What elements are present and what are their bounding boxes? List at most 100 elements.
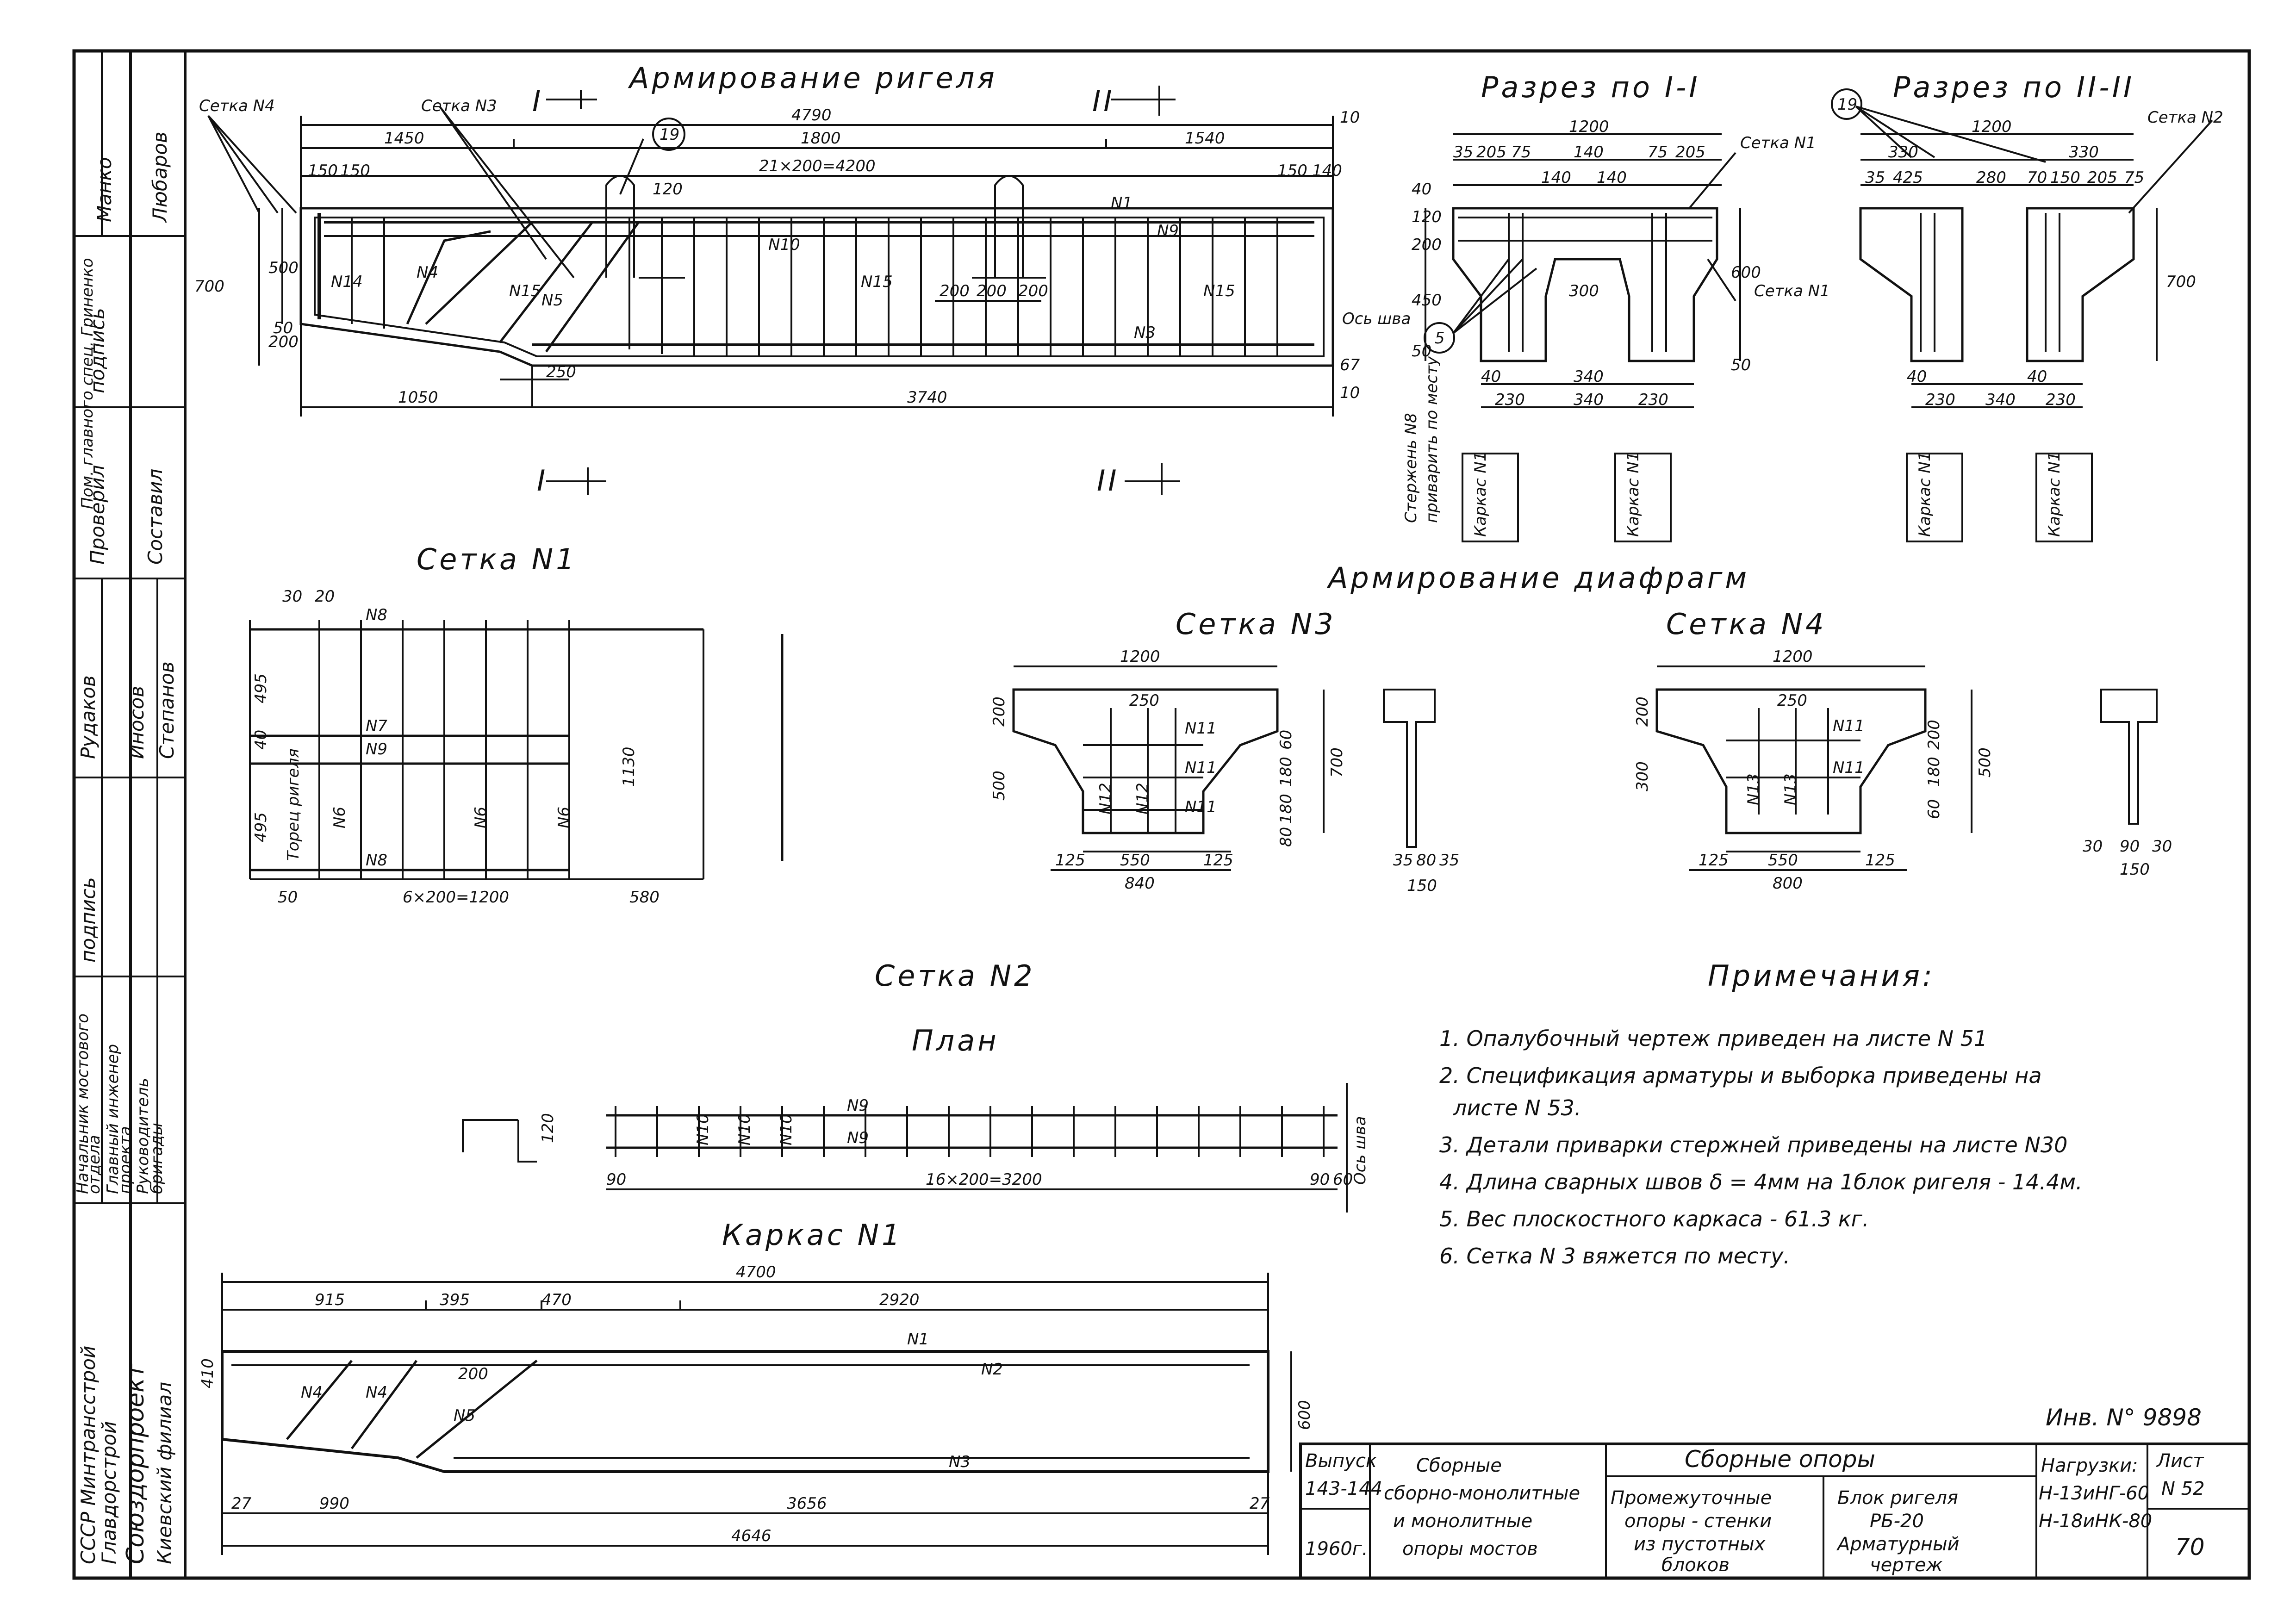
ref-19b-label: 19 (1837, 95, 1857, 114)
s3-dim-125b: 125 (1203, 851, 1233, 870)
s3-dim-80: 80 (1277, 827, 1295, 847)
side-pp: Пом. главного спец. Гриненко (78, 258, 97, 509)
title-section-2: Разрез по II-II (1893, 70, 2134, 104)
s4-n13-a: N13 (1744, 773, 1763, 805)
s2-dim-330: 330 (1888, 143, 1918, 162)
karkas-1-drawing (221, 1273, 1292, 1555)
stamp-p3: из пустотных (1634, 1534, 1766, 1555)
s3-dim-80b: 80 (1416, 851, 1436, 870)
s1-dim-75b: 75 (1648, 143, 1668, 162)
s4-dim-500: 500 (1976, 747, 1994, 777)
side-role-3b: бригады (148, 1123, 166, 1194)
dim-250: 250 (546, 363, 576, 381)
rigel-n15-label-3: N15 (1203, 282, 1235, 300)
s1-dim-340: 340 (1574, 367, 1604, 386)
rigel-n4-label: N4 (417, 263, 438, 282)
s1-dim-230: 230 (1495, 391, 1525, 409)
s2-dim-120: 120 (539, 1113, 557, 1143)
s4-dim-90: 90 (2120, 837, 2140, 856)
stamp-b3: Арматурный (1836, 1534, 1960, 1555)
stamp-b1: Блок ригеля (1837, 1487, 1958, 1509)
s3-dim-700: 700 (1328, 747, 1346, 777)
title-setka-2: Сетка N2 (875, 959, 1035, 993)
dim-150-left: 150 (308, 162, 338, 180)
s1-karkas-a: Каркас N1 (1471, 452, 1490, 537)
stamp-b4: чертеж (1870, 1555, 1943, 1576)
note-2: 2. Спецификация арматуры и выборка приве… (1439, 1063, 2042, 1088)
rigel-n3-label: N3 (1134, 323, 1156, 342)
s1-dim-495a: 495 (252, 673, 270, 703)
dim-21x200: 21×200=4200 (759, 157, 876, 175)
s1-dim-205b: 205 (1675, 143, 1705, 162)
k1-dim-200: 200 (458, 1365, 488, 1383)
s3-dim-125a: 125 (1055, 851, 1085, 870)
s3-dim-35a: 35 (1393, 851, 1413, 870)
s3-dim-180a: 180 (1277, 757, 1295, 787)
dim-150-right: 150 (1277, 162, 1307, 180)
dim-4790: 4790 (791, 106, 832, 124)
s1-karkas-b: Каркас N1 (1624, 452, 1643, 537)
title-setka-3: Сетка N3 (1176, 607, 1336, 641)
dim-1800: 1800 (801, 129, 841, 148)
s4-dim-200: 200 (1633, 696, 1652, 727)
s4-dim-550: 550 (1768, 851, 1798, 870)
k1-n1: N1 (907, 1330, 929, 1349)
title-block (1299, 1443, 2251, 1579)
s2-dim-1200: 1200 (1972, 118, 2012, 136)
s3-dim-1200: 1200 (1120, 647, 1160, 666)
side-role-1: Начальник мостового (74, 1014, 92, 1194)
rigel-n5-label: N5 (541, 291, 563, 310)
s4-n11-a: N11 (1833, 717, 1865, 735)
dim-1050: 1050 (398, 388, 438, 407)
k1-dim-3656: 3656 (787, 1494, 827, 1513)
s1-rod-label: Стержень N8 (1402, 413, 1420, 523)
s3-dim-500: 500 (990, 771, 1008, 801)
side-role-2: Главный инженер (104, 1044, 122, 1194)
title-notes: Примечания: (1708, 959, 1935, 993)
s2n9-a: N9 (847, 1096, 869, 1115)
stamp-vypusk: Выпуск (1305, 1450, 1377, 1472)
stamp-p1: Промежуточные (1611, 1487, 1772, 1509)
side-role-2b: проекта (116, 1126, 135, 1194)
s3-dim-35b: 35 (1439, 851, 1459, 870)
note-4: 4. Длина сварных швов δ = 4мм на 1блок р… (1439, 1169, 2083, 1194)
k1-dim-410: 410 (199, 1358, 217, 1388)
s1-dim-50b: 50 (1731, 356, 1751, 374)
s1-dim-35: 35 (1453, 143, 1473, 162)
s2-dim-35: 35 (1865, 168, 1885, 187)
s2-dim-230b: 230 (2046, 391, 2076, 409)
stamp-load-2: Н-18иНК-80 (2039, 1511, 2152, 1532)
cut-marker-2-bottom: II (1097, 464, 1120, 497)
stamp-series-4: опоры мостов (1402, 1538, 1538, 1560)
s2-setka2-label: Сетка N2 (2147, 108, 2223, 127)
s1n6-c: N6 (555, 807, 573, 828)
stamp-p4: блоков (1661, 1555, 1730, 1576)
stamp-series-2: сборно-монолитные (1384, 1483, 1580, 1504)
dim-67: 67 (1340, 356, 1360, 374)
setka-2-drawing (462, 1083, 1348, 1213)
stamp-year: 1960г. (1305, 1538, 1368, 1560)
s2-dim-230: 230 (1925, 391, 1955, 409)
s2-dim-340: 340 (1985, 391, 2016, 409)
s2-dim-425: 425 (1893, 168, 1923, 187)
side-lubarov: Любаров (149, 131, 171, 223)
k1-dim-600: 600 (1295, 1400, 1314, 1430)
s2-dim-40: 40 (1907, 367, 1927, 386)
section-2-drawing (1855, 106, 2213, 542)
ref-19b-callout (1831, 88, 1862, 120)
s1-dim-120: 120 (1412, 208, 1442, 226)
s1-dim-1200: 1200 (1569, 118, 1609, 136)
setka-1-drawing (249, 620, 784, 880)
s1-dim-75: 75 (1511, 143, 1531, 162)
s2-karkas-b: Каркас N1 (2045, 452, 2064, 537)
k1-n5: N5 (454, 1406, 475, 1425)
k1-n4-b: N4 (366, 1383, 387, 1402)
side-name-2: Иносов (125, 686, 148, 759)
stamp-list: Лист (2156, 1450, 2204, 1472)
note-6: 6. Сетка N 3 вяжется по месту. (1439, 1244, 1790, 1269)
s1n9: N9 (366, 740, 387, 759)
s1-dim-450: 450 (1412, 291, 1442, 310)
stamp-p2: опоры - стенки (1624, 1511, 1772, 1532)
s1-dim-40b: 40 (1481, 367, 1501, 386)
